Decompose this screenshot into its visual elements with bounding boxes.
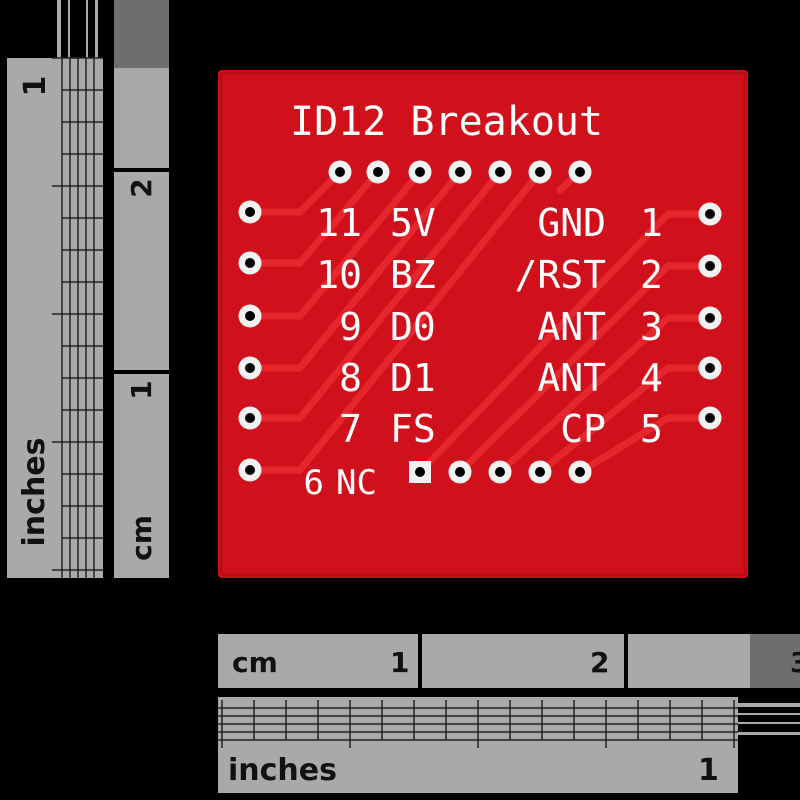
pcb-board: ID12 Breakout 11 10 9 8 7 6 5V BZ D0 D1 … (218, 70, 748, 578)
board-title: ID12 Breakout (290, 99, 603, 145)
signal-label-d0: D0 (390, 305, 436, 349)
pcb-pads (238, 160, 722, 484)
left-cm-ruler: 2 1 cm (114, 0, 169, 578)
left-cm-unit-label: cm (125, 515, 158, 561)
bottom-cm-number-1: 1 (390, 646, 409, 679)
left-cm-number-1: 1 (125, 380, 158, 399)
pin-number-3: 3 (640, 305, 663, 349)
pad-hole (455, 167, 465, 177)
pin-number-5: 5 (640, 407, 663, 451)
signal-label-gnd: GND (537, 201, 606, 245)
left-inch-ruler: 1 inches (7, 0, 103, 578)
pad-hole (495, 167, 505, 177)
pin-number-10: 10 (316, 253, 362, 297)
signal-label-ant-a: ANT (537, 305, 606, 349)
bottom-inch-number: 1 (698, 753, 719, 788)
signal-label-5v: 5V (390, 201, 436, 245)
signal-label-bz: BZ (390, 253, 436, 297)
signal-label-ant-b: ANT (537, 356, 606, 400)
pad-hole (335, 167, 345, 177)
bottom-cm-unit-label: cm (232, 646, 278, 679)
pin-number-6: 6 (304, 463, 324, 503)
signal-label-rst: /RST (514, 253, 606, 297)
pin-number-9: 9 (339, 305, 362, 349)
pad-hole (245, 207, 255, 217)
bottom-cm-number-2: 2 (590, 646, 609, 679)
signal-label-d1: D1 (390, 356, 436, 400)
pad-hole (415, 167, 425, 177)
pad-hole (245, 465, 255, 475)
left-inch-unit-label: inches (17, 438, 52, 547)
bottom-cm-ruler: cm 1 2 3 (218, 634, 800, 688)
pad-hole (535, 467, 545, 477)
bottom-inch-unit-label: inches (228, 753, 337, 788)
bottom-cm-number-3: 3 (790, 646, 800, 679)
pin-number-2: 2 (640, 253, 663, 297)
bottom-inch-ruler: inches 1 (218, 697, 800, 793)
pad-hole (373, 167, 383, 177)
pin-number-8: 8 (339, 356, 362, 400)
pad-hole (245, 258, 255, 268)
pad-hole (705, 413, 715, 423)
pad-hole (245, 413, 255, 423)
signal-label-nc: NC (336, 463, 377, 503)
pad-hole (575, 467, 585, 477)
signal-label-fs: FS (390, 407, 436, 451)
left-cm-number-2: 2 (125, 178, 158, 197)
left-inch-number: 1 (18, 76, 53, 97)
pad-hole (705, 261, 715, 271)
pad-hole (455, 467, 465, 477)
pad-hole (245, 363, 255, 373)
pad-hole (705, 209, 715, 219)
pad-hole (535, 167, 545, 177)
pin-number-1: 1 (640, 201, 663, 245)
right-pin-numbers: 1 2 3 4 5 (640, 201, 663, 451)
pad-hole (705, 313, 715, 323)
pad-hole (575, 167, 585, 177)
pad-hole (245, 311, 255, 321)
left-pin-numbers: 11 10 9 8 7 6 (304, 201, 362, 503)
pin-number-7: 7 (339, 407, 362, 451)
pin-number-11: 11 (316, 201, 362, 245)
left-signal-labels: 5V BZ D0 D1 FS NC (336, 201, 436, 503)
signal-label-cp: CP (560, 407, 606, 451)
pad-hole (415, 467, 425, 477)
pad-hole (495, 467, 505, 477)
pad-hole (705, 363, 715, 373)
right-signal-labels: GND /RST ANT ANT CP (514, 201, 606, 451)
pin-number-4: 4 (640, 356, 663, 400)
